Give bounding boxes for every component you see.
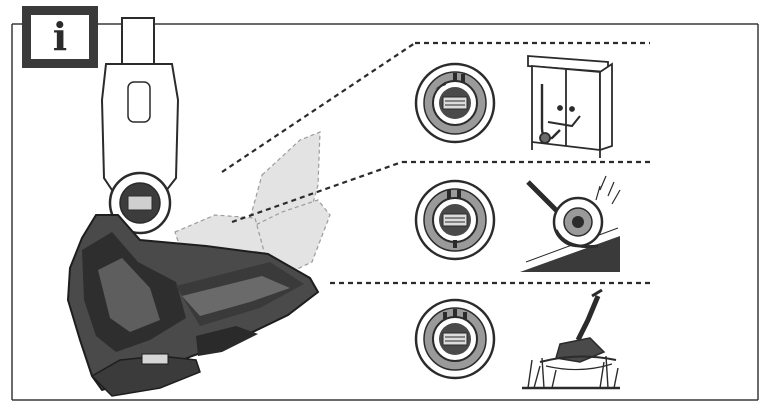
- outer-frame: [11, 23, 759, 401]
- info-icon: i: [22, 6, 98, 68]
- info-glyph: i: [52, 14, 68, 59]
- info-badge-inner: i: [29, 13, 91, 61]
- leader-lines: [221, 41, 650, 285]
- dial-trimming-icon: [414, 298, 496, 380]
- grass-trimming-icon: [522, 288, 620, 390]
- cabinet-storage-icon: [527, 55, 613, 158]
- trimmer-tool: [66, 17, 320, 397]
- edge-trimming-icon: [520, 175, 621, 272]
- dial-storage-icon: [414, 62, 496, 144]
- dial-edging-icon: [414, 179, 496, 261]
